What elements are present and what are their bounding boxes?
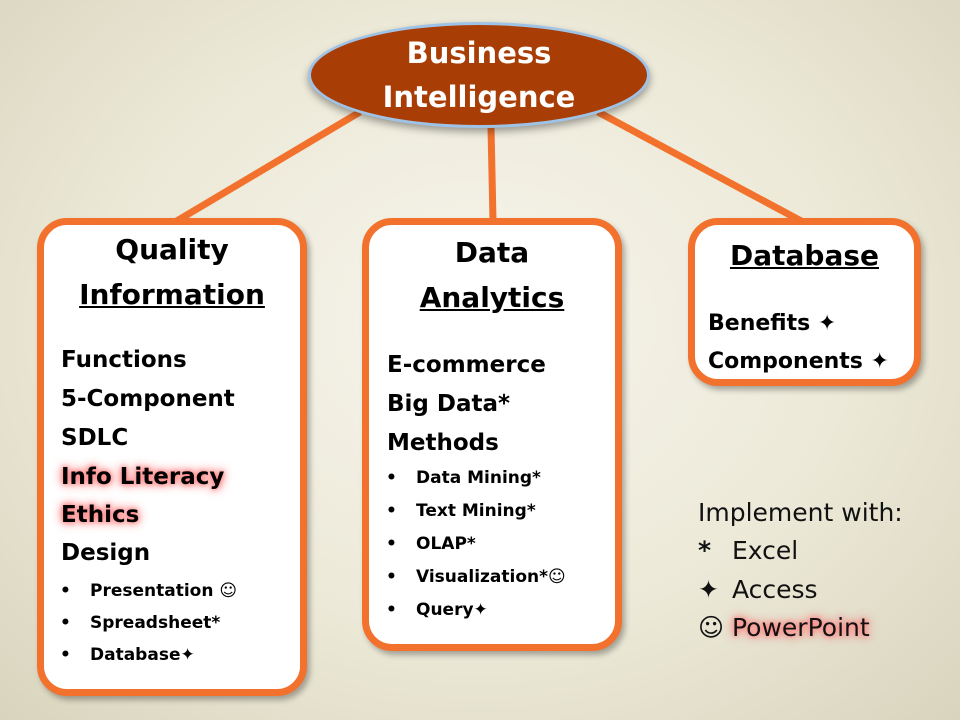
connector-database <box>596 108 805 226</box>
quality-title-line2: Information <box>79 278 265 311</box>
analytics-item-methods: Methods <box>387 430 499 456</box>
analytics-title-line2: Analytics <box>419 281 565 314</box>
database-item-components: Components ✦ <box>708 349 889 374</box>
quality-bullet-database: Database✦ <box>60 645 195 665</box>
quality-item-sdlc: SDLC <box>61 425 129 451</box>
implement-line-powerpoint: ☺PowerPoint <box>698 613 870 642</box>
quality-item-ethics: Ethics <box>61 502 140 528</box>
connector-quality <box>173 108 362 226</box>
implement-line-excel: * Excel <box>698 536 798 565</box>
center-line1: Business <box>406 36 552 70</box>
star-icon: ✦ <box>698 575 719 604</box>
quality-information-box: Quality Information Functions 5-Componen… <box>37 218 307 696</box>
analytics-bullet-query: Query✦ <box>386 600 488 620</box>
database-title: Database <box>729 239 879 272</box>
analytics-bullet-text-mining: Text Mining* <box>386 501 536 521</box>
analytics-bullet-olap: OLAP* <box>386 534 476 554</box>
quality-title-line1: Quality <box>115 233 229 266</box>
connector-analytics <box>487 127 497 221</box>
powerpoint-label: PowerPoint <box>732 613 870 642</box>
smiley-icon: ☺ <box>698 613 725 642</box>
database-item-benefits: Benefits ✦ <box>708 311 837 336</box>
quality-item-info-literacy: Info Literacy <box>61 464 225 490</box>
database-box: Database Benefits ✦ Components ✦ <box>688 218 921 386</box>
data-analytics-box: Data Analytics E-commerce Big Data* Meth… <box>362 218 622 651</box>
implement-line-access: ✦ Access <box>698 575 818 604</box>
implement-heading: Implement with: <box>698 498 903 527</box>
quality-item-functions: Functions <box>61 347 187 373</box>
center-line2: Intelligence <box>382 80 576 114</box>
analytics-item-big-data: Big Data* <box>387 391 511 417</box>
business-intelligence-node: Business Intelligence <box>308 22 650 128</box>
analytics-bullet-visualization: Visualization*☺ <box>386 567 566 587</box>
analytics-item-ecommerce: E-commerce <box>387 352 546 378</box>
analytics-bullet-data-mining: Data Mining* <box>386 468 541 488</box>
excel-label: Excel <box>732 536 799 565</box>
analytics-title-line1: Data <box>454 236 530 269</box>
asterisk-symbol: * <box>698 536 712 565</box>
quality-bullet-presentation: Presentation ☺ <box>60 581 237 601</box>
quality-item-5-component: 5-Component <box>61 386 235 412</box>
access-label: Access <box>732 575 818 604</box>
quality-bullet-spreadsheet: Spreadsheet* <box>60 613 220 633</box>
quality-item-design: Design <box>61 540 151 566</box>
